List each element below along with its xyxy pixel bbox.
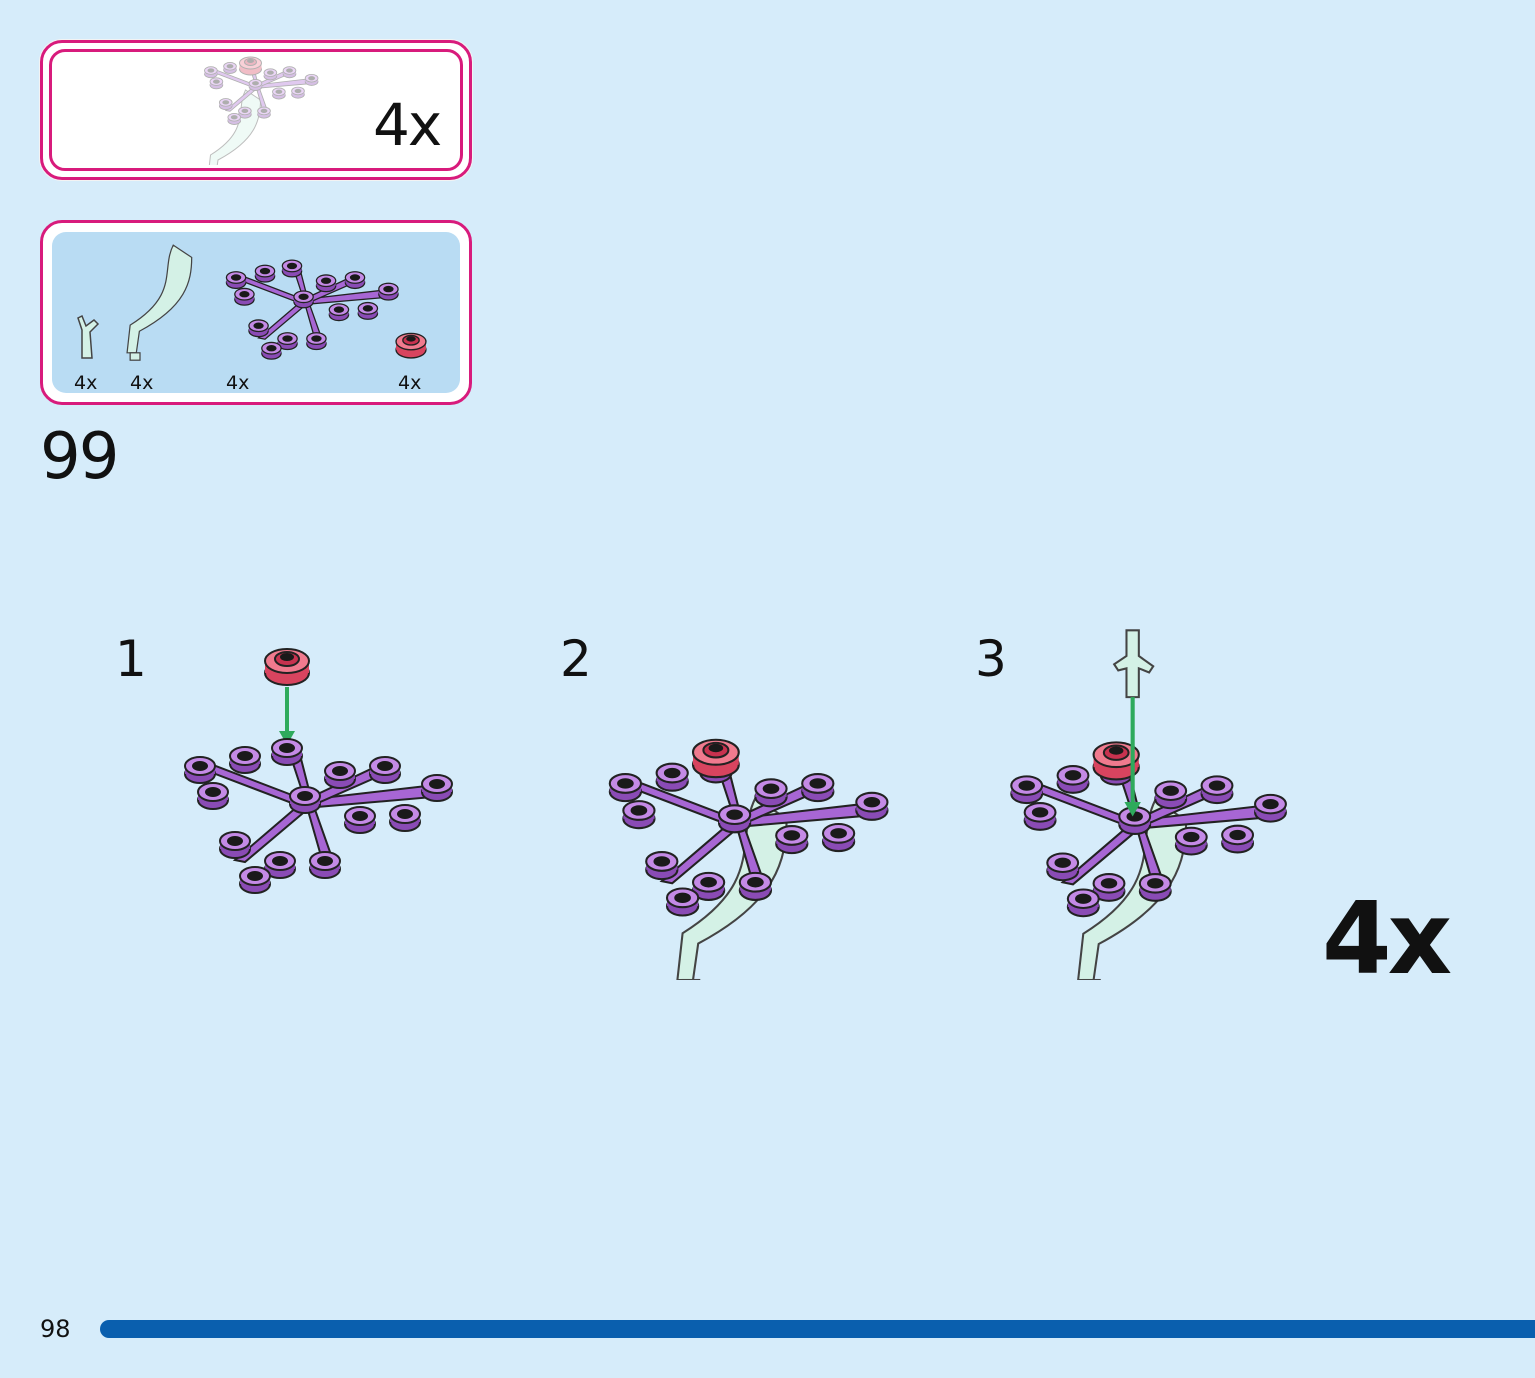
substep-2-number: 2 (560, 630, 592, 688)
substep-1-illustration (170, 648, 460, 910)
parts-list: 4x 4x 4x 4x (40, 220, 472, 405)
substep-3-illustration (995, 629, 1295, 980)
page-number: 98 (40, 1315, 71, 1343)
submodel-callout-frame (49, 49, 463, 171)
substep-1-number: 1 (115, 630, 147, 688)
repeat-multiplier: 4x (1322, 880, 1452, 997)
round-flower-plate-icon (395, 332, 427, 359)
part-count-small-stem: 4x (74, 372, 98, 394)
curved-stem-icon (126, 244, 193, 361)
substep-2-illustration (595, 738, 895, 980)
substep-3-number: 3 (975, 630, 1007, 688)
part-count-snowflake-plate: 4x (226, 372, 250, 394)
submodel-callout: 4x (40, 40, 472, 180)
flower-stem-submodel-icon (193, 56, 333, 165)
parts-list-background: 4x 4x 4x 4x (52, 232, 460, 394)
submodel-multiplier: 4x (373, 91, 442, 159)
part-count-curved-stem: 4x (130, 372, 154, 394)
small-stem-piece-icon (77, 314, 100, 359)
part-count-flower-plate: 4x (398, 372, 422, 394)
progress-bar (100, 1320, 1535, 1338)
step-number: 99 (40, 420, 119, 494)
snowflake-plate-icon (220, 254, 400, 364)
